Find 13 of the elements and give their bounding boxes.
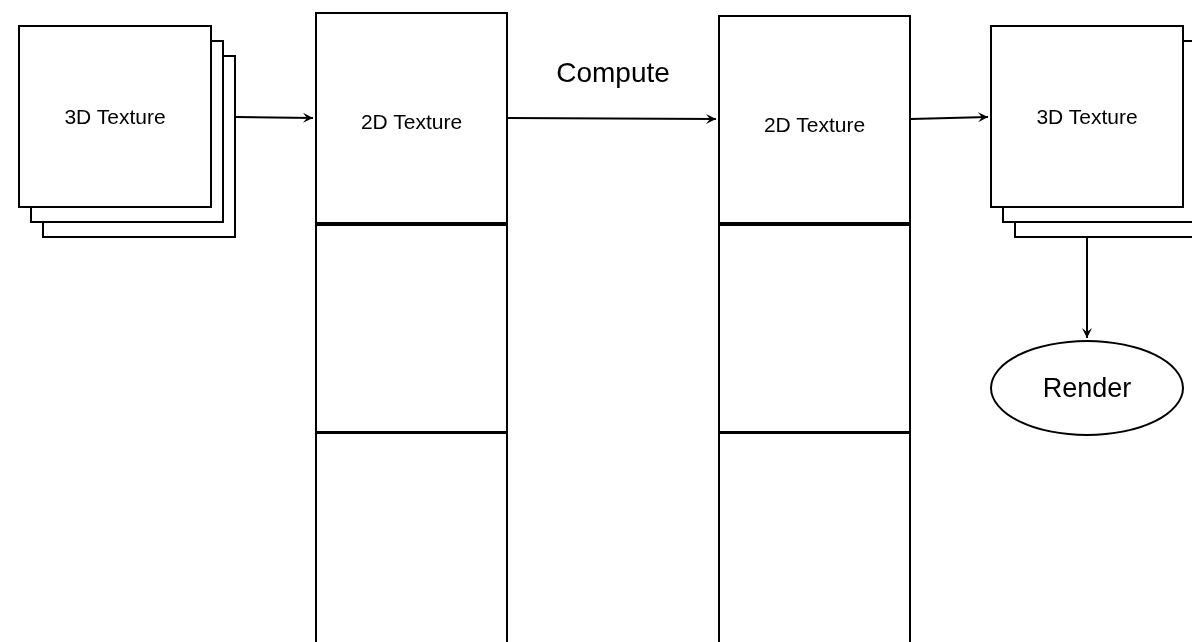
arrow [235, 112, 314, 123]
node-label: 3D Texture [64, 103, 166, 130]
texture-cell [315, 12, 508, 224]
node-label: 3D Texture [1036, 103, 1138, 130]
texture-cell [718, 15, 911, 224]
node-label: Render [1042, 371, 1132, 405]
arrow [507, 113, 717, 124]
arrow [1082, 237, 1092, 339]
node-label: 2D Texture [763, 113, 866, 136]
arrow [910, 112, 989, 123]
node-label: 2D Texture [360, 110, 463, 133]
stacked-texture-box [18, 25, 236, 238]
stacked-texture-box [990, 25, 1192, 238]
